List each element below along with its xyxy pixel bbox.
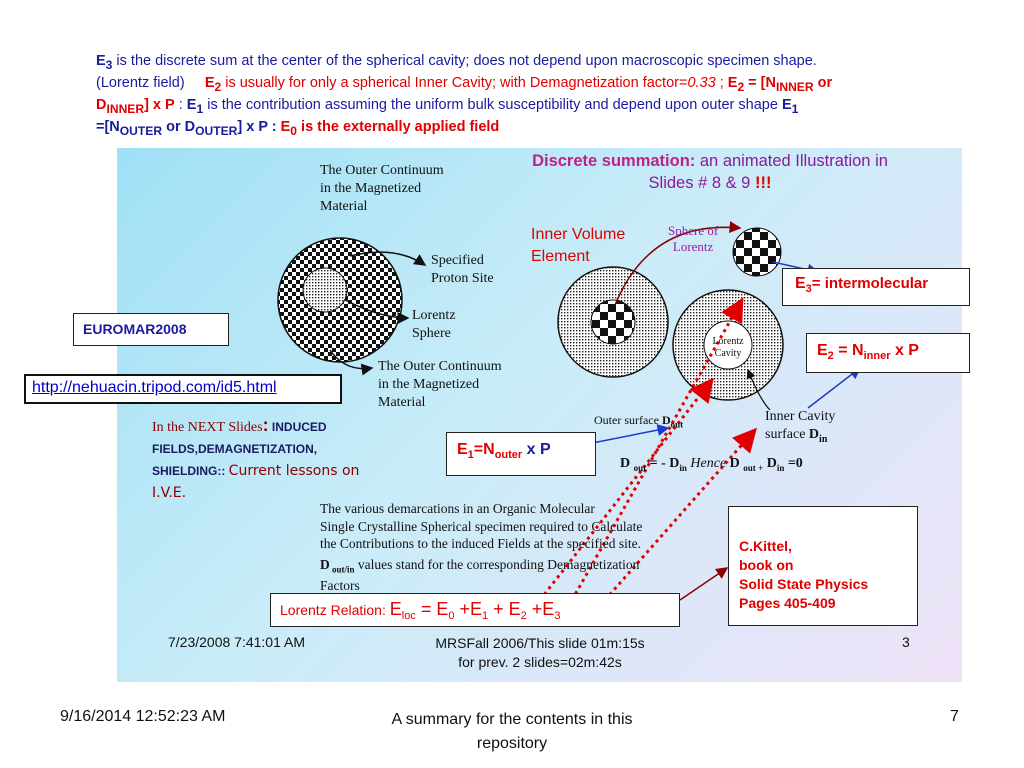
e3-description: is the discrete sum at the center of the…	[112, 53, 817, 69]
inner-slide-page-number: 3	[902, 634, 910, 650]
lorentz-sphere-label: Lorentz Sphere	[412, 308, 456, 341]
e3-symbol: E3	[96, 53, 113, 72]
e2-symbol: E2	[204, 74, 222, 94]
footer-title: A summary for the contents in this repos…	[391, 711, 633, 752]
e3-box-text: E3= intermolecular	[795, 275, 929, 296]
inner-cavity-label: Inner Cavity surface Din	[765, 409, 836, 445]
kittel-reference-box: C.Kittel, book on Solid State Physics Pa…	[728, 506, 918, 626]
e2-description: is usually for only a spherical Inner Ca…	[221, 74, 688, 91]
e0-description: E0 is the externally applied field	[280, 118, 500, 138]
e1-box-text: E1=Nouter x P	[457, 441, 551, 462]
arrow-lorentz-sphere	[344, 299, 410, 324]
d-outin-text: D out/in values stand for the correspond…	[320, 557, 640, 575]
diagram-title: Discrete summation: an animated Illustra…	[532, 152, 888, 192]
repository-link[interactable]: http://nehuacin.tripod.com/id5.html	[32, 379, 277, 396]
demarcations-text: The various demarcations in an Organic M…	[320, 501, 643, 551]
factors-text: Factors	[320, 578, 360, 593]
arrow-outer-continuum	[329, 349, 374, 376]
specified-proton-label: Specified Proton Site	[431, 253, 494, 286]
outer-continuum-sphere-left	[277, 237, 403, 363]
lorentz-cavity-label: Lorentz Cavity	[712, 336, 744, 359]
dotted-link-1	[538, 377, 714, 601]
demag-factor-value: 0.33	[687, 74, 716, 91]
d-relation: D out = - Din Hence D out + Din =0	[620, 456, 803, 473]
arrow-inner-volume-to-lorentz	[614, 221, 742, 306]
footer-page-number: 7	[950, 708, 959, 725]
e2-box-text: E2 = Ninner x P	[817, 342, 919, 363]
outer-surface-label: Outer surface Dout	[594, 413, 684, 430]
url-box: http://nehuacin.tripod.com/id5.html	[24, 374, 342, 404]
e1-box: E1=Nouter x P	[446, 432, 596, 476]
outer-continuum-label-bottom: The Outer Continuum in the Magnetized Ma…	[378, 359, 502, 410]
lorentz-field-label: (Lorentz field)	[96, 74, 185, 91]
header-note: E3 is the discrete sum at the center of …	[96, 53, 833, 138]
sphere-of-lorentz-label: Sphere of Lorentz	[668, 223, 719, 254]
kittel-reference-text: C.Kittel, book on Solid State Physics Pa…	[739, 538, 869, 611]
arrow-e2	[807, 367, 862, 409]
dotted-link-2	[570, 297, 744, 601]
next-slides-note: In the NEXT Slides: INDUCED FIELDS,DEMAG…	[152, 415, 360, 501]
lorentz-relation-box: Lorentz Relation: Eloc = E0 +E1 + E2 +E3	[270, 593, 680, 627]
e2-box: E2 = Ninner x P	[806, 333, 970, 373]
inner-slide-date: 7/23/2008 7:41:01 AM	[168, 634, 305, 650]
inner-volume-label: Inner Volume Element	[531, 226, 626, 265]
arrow-inner-cavity	[746, 368, 771, 411]
arrow-to-kittel	[679, 567, 729, 601]
dotted-link-3	[603, 427, 757, 601]
sphere-of-lorentz	[732, 227, 782, 277]
e1-symbol: E1	[186, 96, 204, 116]
inner-volume-sphere	[557, 266, 669, 378]
outer-continuum-label-top: The Outer Continuum in the Magnetized Ma…	[320, 163, 444, 214]
euromar-label: EUROMAR2008	[83, 321, 187, 337]
e3-box: E3= intermolecular	[782, 268, 970, 306]
arrow-proton-site	[349, 251, 427, 266]
euromar-box: EUROMAR2008	[73, 313, 229, 346]
inner-slide-center-note: MRSFall 2006/This slide 01m:15s for prev…	[435, 635, 645, 670]
e1-formula: E1=[NOUTER or DOUTER] x P :	[96, 96, 799, 138]
e1-description: is the contribution assuming the uniform…	[203, 96, 782, 113]
lorentz-relation-text: Lorentz Relation: Eloc = E0 +E1 + E2 +E3	[280, 599, 561, 623]
footer-date: 9/16/2014 12:52:23 AM	[60, 708, 226, 725]
